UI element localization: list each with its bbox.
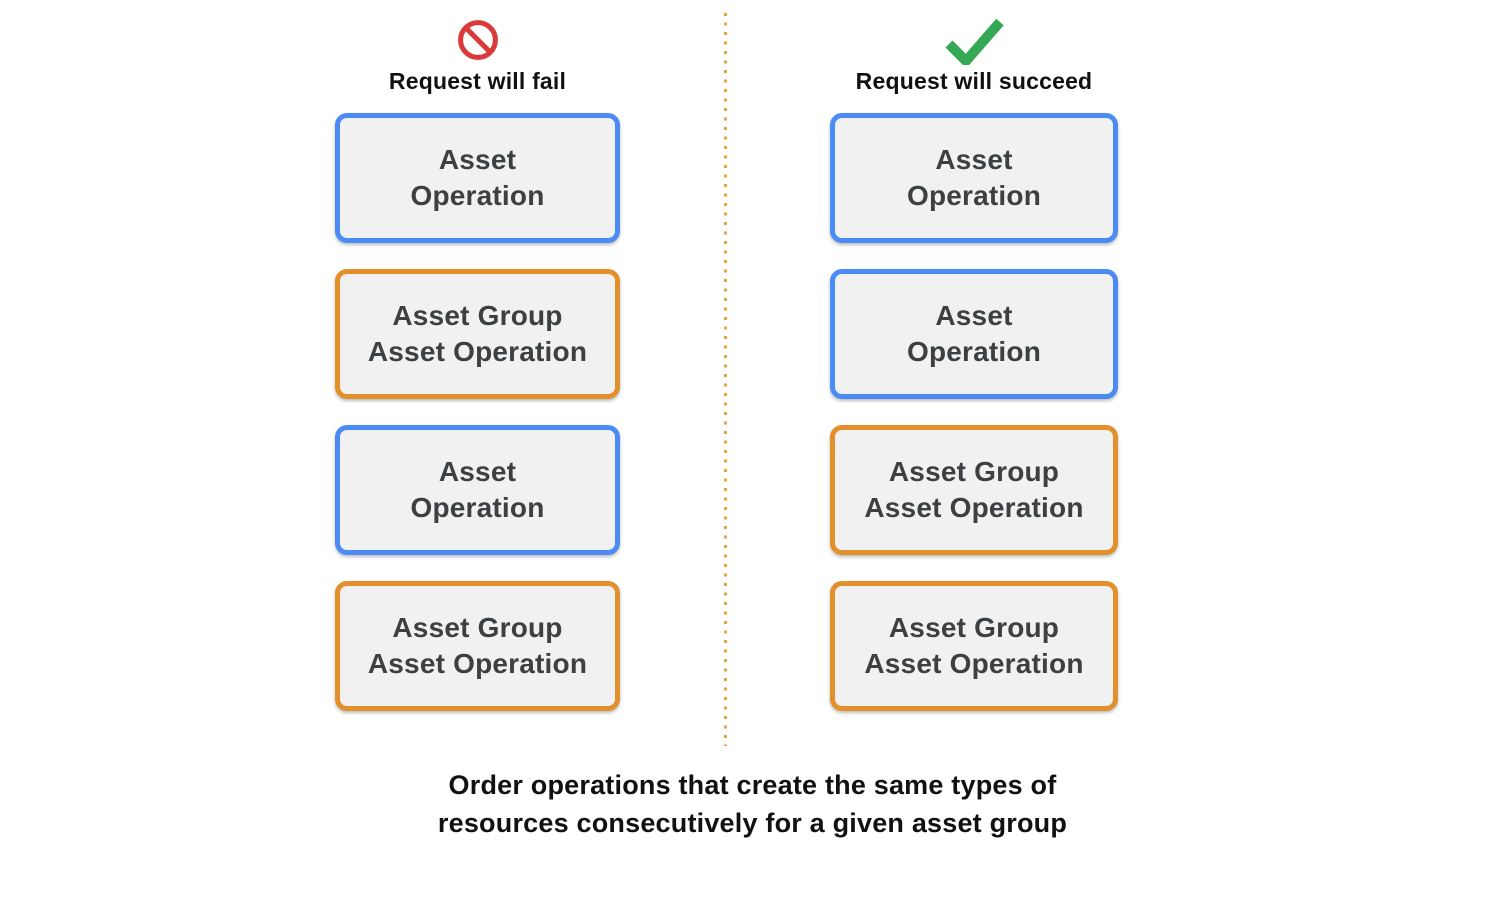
succeed-box-asset-operation-2: Asset Operation [830, 269, 1118, 399]
box-label: Asset Operation [410, 144, 545, 211]
box-label: Asset Group Asset Operation [367, 300, 588, 367]
fail-box-asset-group-asset-operation-2: Asset Group Asset Operation [335, 581, 620, 711]
box-label: Asset Group Asset Operation [864, 612, 1084, 679]
box-label: Asset Operation [906, 300, 1042, 367]
box-label: Asset Operation [906, 144, 1042, 211]
fail-box-asset-group-asset-operation-1: Asset Group Asset Operation [335, 269, 620, 399]
box-label: Asset Operation [410, 456, 545, 523]
dotted-divider [724, 13, 727, 746]
succeed-column: Request will succeed Asset Operation Ass… [830, 14, 1118, 737]
checkmark-icon [942, 15, 1006, 65]
succeed-box-asset-operation-1: Asset Operation [830, 113, 1118, 243]
prohibited-icon [456, 18, 500, 62]
succeed-column-title: Request will succeed [855, 68, 1093, 94]
diagram-caption: Order operations that create the same ty… [437, 770, 1068, 838]
fail-box-asset-operation-2: Asset Operation [335, 425, 620, 555]
succeed-icon-row [942, 14, 1006, 66]
fail-box-asset-operation-1: Asset Operation [335, 113, 620, 243]
succeed-box-asset-group-asset-operation-2: Asset Group Asset Operation [830, 581, 1118, 711]
fail-column: Request will fail Asset Operation Asset … [335, 14, 620, 737]
fail-icon-row [456, 14, 500, 66]
box-label: Asset Group Asset Operation [367, 612, 588, 679]
succeed-box-asset-group-asset-operation-1: Asset Group Asset Operation [830, 425, 1118, 555]
fail-column-title: Request will fail [388, 68, 567, 94]
box-label: Asset Group Asset Operation [864, 456, 1084, 523]
